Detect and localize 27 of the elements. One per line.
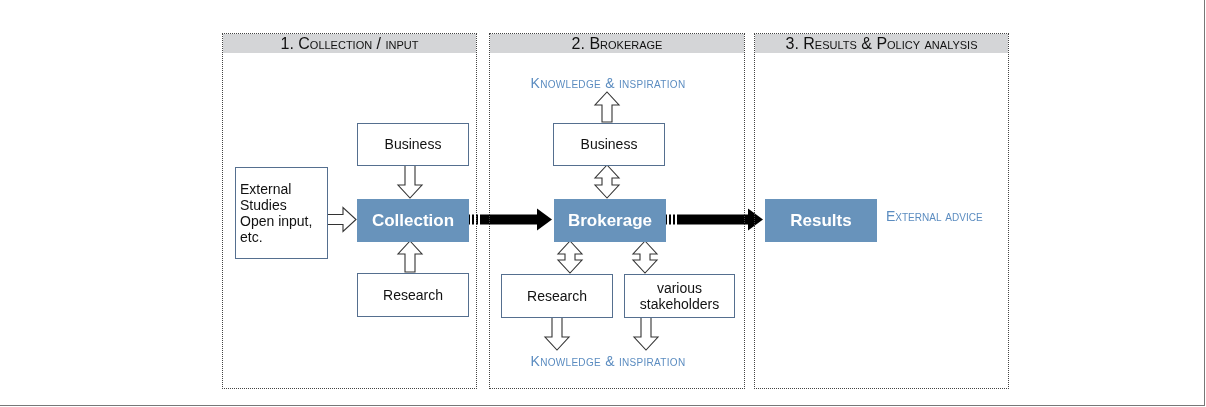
stage-panel bbox=[222, 33, 477, 389]
hollow-arrow bbox=[326, 206, 357, 233]
hollow-arrow bbox=[632, 316, 660, 351]
process-box: various stakeholders bbox=[624, 274, 735, 318]
hollow-arrow bbox=[631, 240, 659, 274]
panel-heading: 3. Results & Policy analysis bbox=[755, 34, 1008, 53]
highlighted-box: Results bbox=[765, 199, 877, 242]
hollow-arrow bbox=[593, 91, 621, 123]
hollow-arrow bbox=[556, 240, 584, 274]
highlighted-box: Brokerage bbox=[554, 199, 666, 242]
hollow-arrow bbox=[396, 240, 424, 273]
process-box: Research bbox=[501, 274, 613, 318]
outcome-text: Knowledge & inspiration bbox=[513, 351, 703, 371]
process-box: Business bbox=[357, 123, 469, 166]
side-note: External advice bbox=[886, 208, 983, 224]
process-box: Research bbox=[357, 273, 469, 317]
process-box: External Studies Open input, etc. bbox=[235, 167, 328, 259]
panel-heading: 1. Collection / input bbox=[223, 34, 476, 53]
stage-panel bbox=[489, 33, 745, 389]
panel-heading: 2. Brokerage bbox=[490, 34, 744, 53]
hollow-arrow bbox=[396, 164, 424, 199]
hollow-arrow bbox=[593, 164, 621, 199]
highlighted-box: Collection bbox=[357, 199, 469, 242]
outcome-text: Knowledge & inspiration bbox=[513, 73, 703, 93]
process-box: Business bbox=[553, 123, 665, 166]
stage-panel bbox=[754, 33, 1009, 389]
hollow-arrow bbox=[543, 316, 571, 351]
